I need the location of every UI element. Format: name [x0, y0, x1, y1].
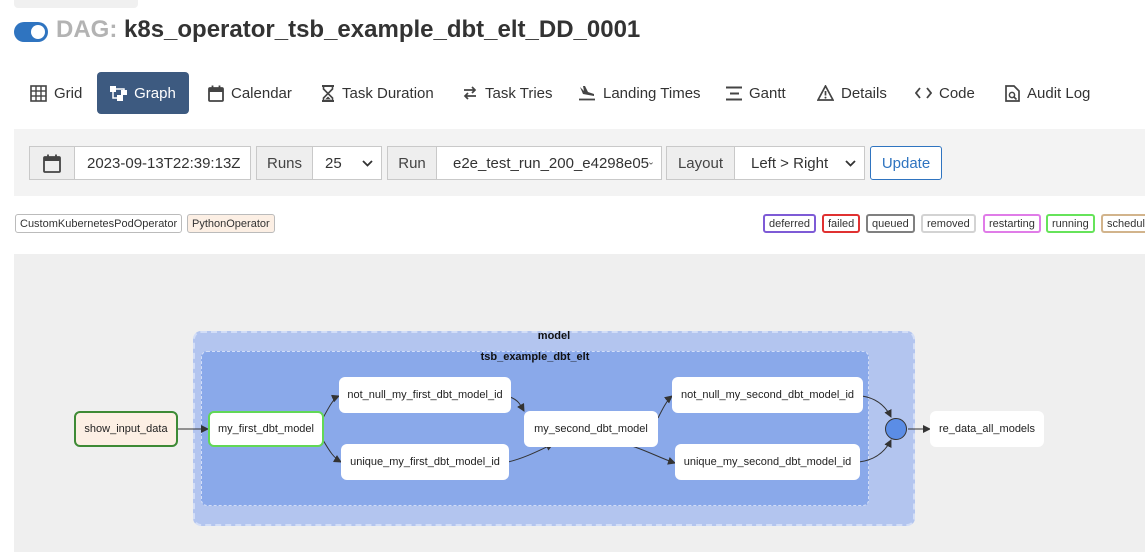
tab-graph[interactable]: Graph — [97, 72, 189, 114]
plane-landing-icon — [579, 86, 595, 101]
task-node-label: unique_my_first_dbt_model_id — [350, 456, 500, 468]
calendar-icon — [43, 154, 61, 173]
legend-state-running[interactable]: running — [1046, 214, 1095, 233]
legend-label: deferred — [769, 217, 810, 230]
tab-label: Calendar — [231, 84, 292, 102]
tab-label: Graph — [134, 84, 176, 102]
task-node-unique-my-second-dbt-model-id[interactable]: unique_my_second_dbt_model_id — [675, 444, 860, 480]
task-node-my-second-dbt-model[interactable]: my_second_dbt_model — [524, 411, 658, 447]
legend-state-scheduled[interactable]: schedul — [1101, 214, 1145, 233]
tab-task-tries[interactable]: Task Tries — [462, 72, 553, 114]
page-title: DAG: k8s_operator_tsb_example_dbt_elt_DD… — [56, 16, 640, 44]
code-icon — [915, 87, 932, 99]
chevron-down-icon — [362, 159, 373, 167]
tab-gantt[interactable]: Gantt — [726, 72, 786, 114]
legend-label: schedul — [1107, 217, 1145, 230]
legend-label: queued — [872, 217, 909, 230]
tab-audit-log[interactable]: Audit Log — [1005, 72, 1090, 114]
tab-label: Audit Log — [1027, 84, 1091, 102]
legend-label: failed — [828, 217, 855, 230]
run-select[interactable]: e2e_test_run_200_e4298e05 — [436, 146, 662, 180]
tab-label: Task Tries — [485, 84, 553, 102]
tab-code[interactable]: Code — [915, 72, 975, 114]
task-node-label: re_data_all_models — [938, 423, 1035, 435]
tab-label: Code — [939, 84, 975, 102]
join-node-circle[interactable] — [885, 418, 907, 440]
layout-select-value: Left > Right — [751, 154, 829, 172]
task-node-label: not_null_my_second_dbt_model_id — [680, 389, 855, 401]
run-label: Run — [387, 146, 437, 180]
runs-select-value: 25 — [325, 154, 342, 172]
run-select-value: e2e_test_run_200_e4298e05 — [453, 154, 650, 172]
dag-pause-toggle[interactable] — [14, 22, 48, 42]
legend-operator-python[interactable]: PythonOperator — [187, 214, 275, 233]
legend-state-deferred[interactable]: deferred — [763, 214, 816, 233]
tab-label: Grid — [54, 84, 83, 102]
legend-label: PythonOperator — [192, 217, 270, 230]
legend-operator-custom-k8s[interactable]: CustomKubernetesPodOperator — [15, 214, 183, 233]
hourglass-icon — [322, 84, 334, 102]
task-node-label: show_input_data — [84, 423, 168, 435]
dag-prefix: DAG: — [56, 16, 118, 43]
tab-label: Task Duration — [342, 84, 434, 102]
task-group-model-label: model — [537, 330, 571, 342]
legend-state-failed[interactable]: failed — [822, 214, 861, 233]
tab-calendar[interactable]: Calendar — [208, 72, 292, 114]
legend-label: CustomKubernetesPodOperator — [20, 217, 178, 230]
calendar-icon — [208, 85, 224, 102]
tab-grid[interactable]: Grid — [30, 72, 82, 114]
update-button-label: Update — [881, 154, 931, 172]
task-node-not-null-my-second-dbt-model-id[interactable]: not_null_my_second_dbt_model_id — [672, 377, 863, 413]
legend-state-restarting[interactable]: restarting — [983, 214, 1041, 233]
layout-label: Layout — [666, 146, 735, 180]
task-node-unique-my-first-dbt-model-id[interactable]: unique_my_first_dbt_model_id — [341, 444, 509, 480]
base-date-value: 2023-09-13T22:39:13Z — [87, 154, 241, 172]
legend-label: restarting — [989, 217, 1035, 230]
task-group-inner-label: tsb_example_dbt_elt — [480, 351, 590, 363]
tab-details[interactable]: Details — [817, 72, 887, 114]
tab-label: Landing Times — [603, 84, 701, 102]
task-node-not-null-my-first-dbt-model-id[interactable]: not_null_my_first_dbt_model_id — [339, 377, 511, 413]
gantt-icon — [726, 86, 742, 100]
warning-triangle-icon — [817, 85, 834, 101]
dag-name: k8s_operator_tsb_example_dbt_elt_DD_0001 — [124, 16, 641, 43]
retry-arrows-icon — [463, 86, 477, 100]
runs-select[interactable]: 25 — [312, 146, 382, 180]
grid-icon — [30, 84, 47, 102]
run-label-text: Run — [398, 154, 426, 172]
task-node-label: not_null_my_first_dbt_model_id — [347, 389, 503, 401]
task-node-my-first-dbt-model[interactable]: my_first_dbt_model — [208, 411, 324, 447]
chevron-down-icon — [649, 161, 653, 165]
tab-task-duration[interactable]: Task Duration — [321, 72, 434, 114]
update-button[interactable]: Update — [870, 146, 942, 180]
tooltip-chip — [14, 0, 138, 8]
audit-file-icon — [1005, 84, 1020, 102]
task-node-show-input-data[interactable]: show_input_data — [74, 411, 178, 447]
tab-label: Details — [841, 84, 887, 102]
task-node-label: my_first_dbt_model — [218, 423, 314, 435]
task-node-re-data-all-models[interactable]: re_data_all_models — [930, 411, 1044, 447]
task-node-label: my_second_dbt_model — [534, 423, 648, 435]
base-date-input[interactable]: 2023-09-13T22:39:13Z — [74, 146, 251, 180]
task-node-label: unique_my_second_dbt_model_id — [683, 456, 852, 468]
legend-state-queued[interactable]: queued — [866, 214, 915, 233]
tab-landing-times[interactable]: Landing Times — [578, 72, 701, 114]
tab-label: Gantt — [749, 84, 786, 102]
layout-select[interactable]: Left > Right — [734, 146, 865, 180]
runs-label-text: Runs — [266, 154, 303, 172]
legend-label: removed — [927, 217, 970, 230]
chevron-down-icon — [845, 159, 856, 167]
legend-state-removed[interactable]: removed — [921, 214, 976, 233]
graph-icon — [110, 85, 128, 101]
layout-label-text: Layout — [677, 154, 724, 172]
legend-label: running — [1052, 217, 1089, 230]
